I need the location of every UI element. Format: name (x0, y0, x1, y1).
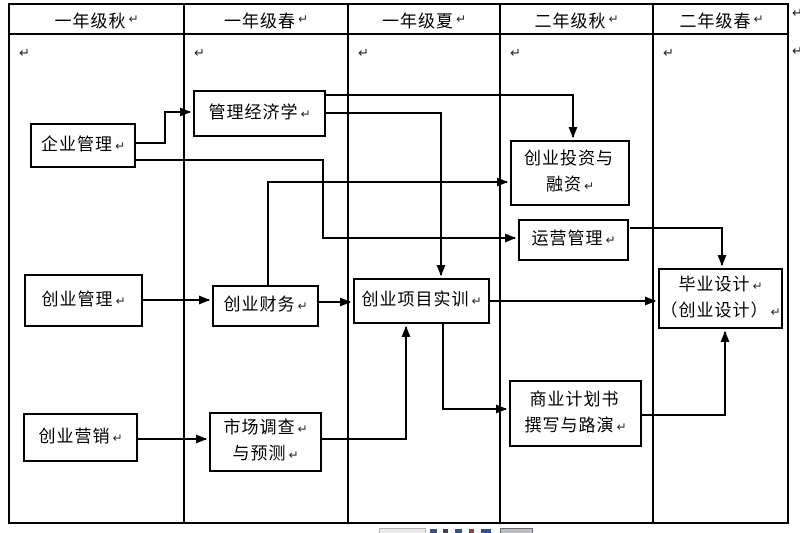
return-mark-icon: ↵ (358, 46, 369, 61)
column-divider-1 (183, 3, 185, 524)
column-header-year2-fall: 二年级秋↵ (534, 11, 619, 32)
return-mark-icon: ↵ (112, 430, 123, 445)
column-divider-4 (652, 3, 654, 524)
table-outer-border (8, 3, 789, 524)
return-mark-icon: ↵ (455, 12, 467, 26)
course-node-enterprise-mgmt: 企业管理↵ (30, 123, 136, 168)
return-mark-icon: ↵ (752, 278, 763, 293)
return-mark-icon: ↵ (608, 12, 619, 26)
header-row-divider (8, 33, 789, 35)
return-mark-icon: ↵ (19, 46, 30, 61)
course-node-venture-finance: 创业投资与 融资↵ (510, 140, 630, 206)
return-mark-icon: ↵ (770, 304, 781, 319)
return-mark-icon: ↵ (471, 294, 482, 308)
column-header-year1-summer: 一年级夏↵ (381, 11, 467, 32)
return-mark-icon: ↵ (792, 44, 800, 59)
column-header-year1-spring: 一年级春↵ (223, 11, 309, 32)
course-node-business-plan: 商业计划书 撰写与路演↵ (509, 380, 642, 447)
course-node-startup-finance: 创业财务↵ (212, 285, 319, 327)
return-mark-icon: ↵ (114, 138, 126, 153)
bottom-cutoff-fragment (443, 529, 448, 533)
return-mark-icon: ↵ (297, 299, 308, 313)
return-mark-icon: ↵ (616, 419, 627, 434)
course-node-startup-mgmt: 创业管理↵ (24, 274, 143, 327)
return-mark-icon: ↵ (605, 233, 616, 247)
bottom-cutoff-fragment (379, 528, 426, 533)
bottom-cutoff-fragment (481, 529, 491, 533)
return-mark-icon: ↵ (297, 422, 308, 436)
course-node-graduation-design: 毕业设计↵ （创业设计）↵ (658, 268, 783, 329)
return-mark-icon: ↵ (297, 12, 309, 26)
column-header-year1-fall: 一年级秋↵ (54, 11, 139, 32)
return-mark-icon: ↵ (583, 179, 595, 193)
course-node-startup-marketing: 创业营销↵ (23, 413, 138, 462)
return-mark-icon: ↵ (663, 46, 674, 61)
return-mark-icon: ↵ (300, 106, 311, 121)
bottom-cutoff-fragment (469, 529, 474, 533)
course-node-project-training: 创业项目实训↵ (353, 278, 490, 324)
return-mark-icon: ↵ (510, 46, 521, 61)
course-node-managerial-economics: 管理经济学↵ (193, 90, 326, 137)
column-divider-3 (499, 3, 501, 524)
return-mark-icon: ↵ (288, 448, 299, 462)
course-node-market-research: 市场调查↵ 与预测↵ (209, 412, 322, 472)
bottom-cutoff-fragment (455, 529, 462, 533)
return-mark-icon: ↵ (194, 46, 205, 61)
column-divider-2 (347, 3, 349, 524)
return-mark-icon: ↵ (753, 12, 764, 26)
course-node-operations-mgmt: 运营管理↵ (518, 219, 629, 261)
return-mark-icon: ↵ (128, 12, 139, 26)
bottom-cutoff-fragment (500, 528, 533, 533)
return-mark-icon: ↵ (792, 6, 800, 21)
column-header-year2-spring: 二年级春↵ (679, 11, 764, 32)
return-mark-icon: ↵ (115, 293, 126, 308)
bottom-cutoff-fragment (430, 529, 437, 533)
